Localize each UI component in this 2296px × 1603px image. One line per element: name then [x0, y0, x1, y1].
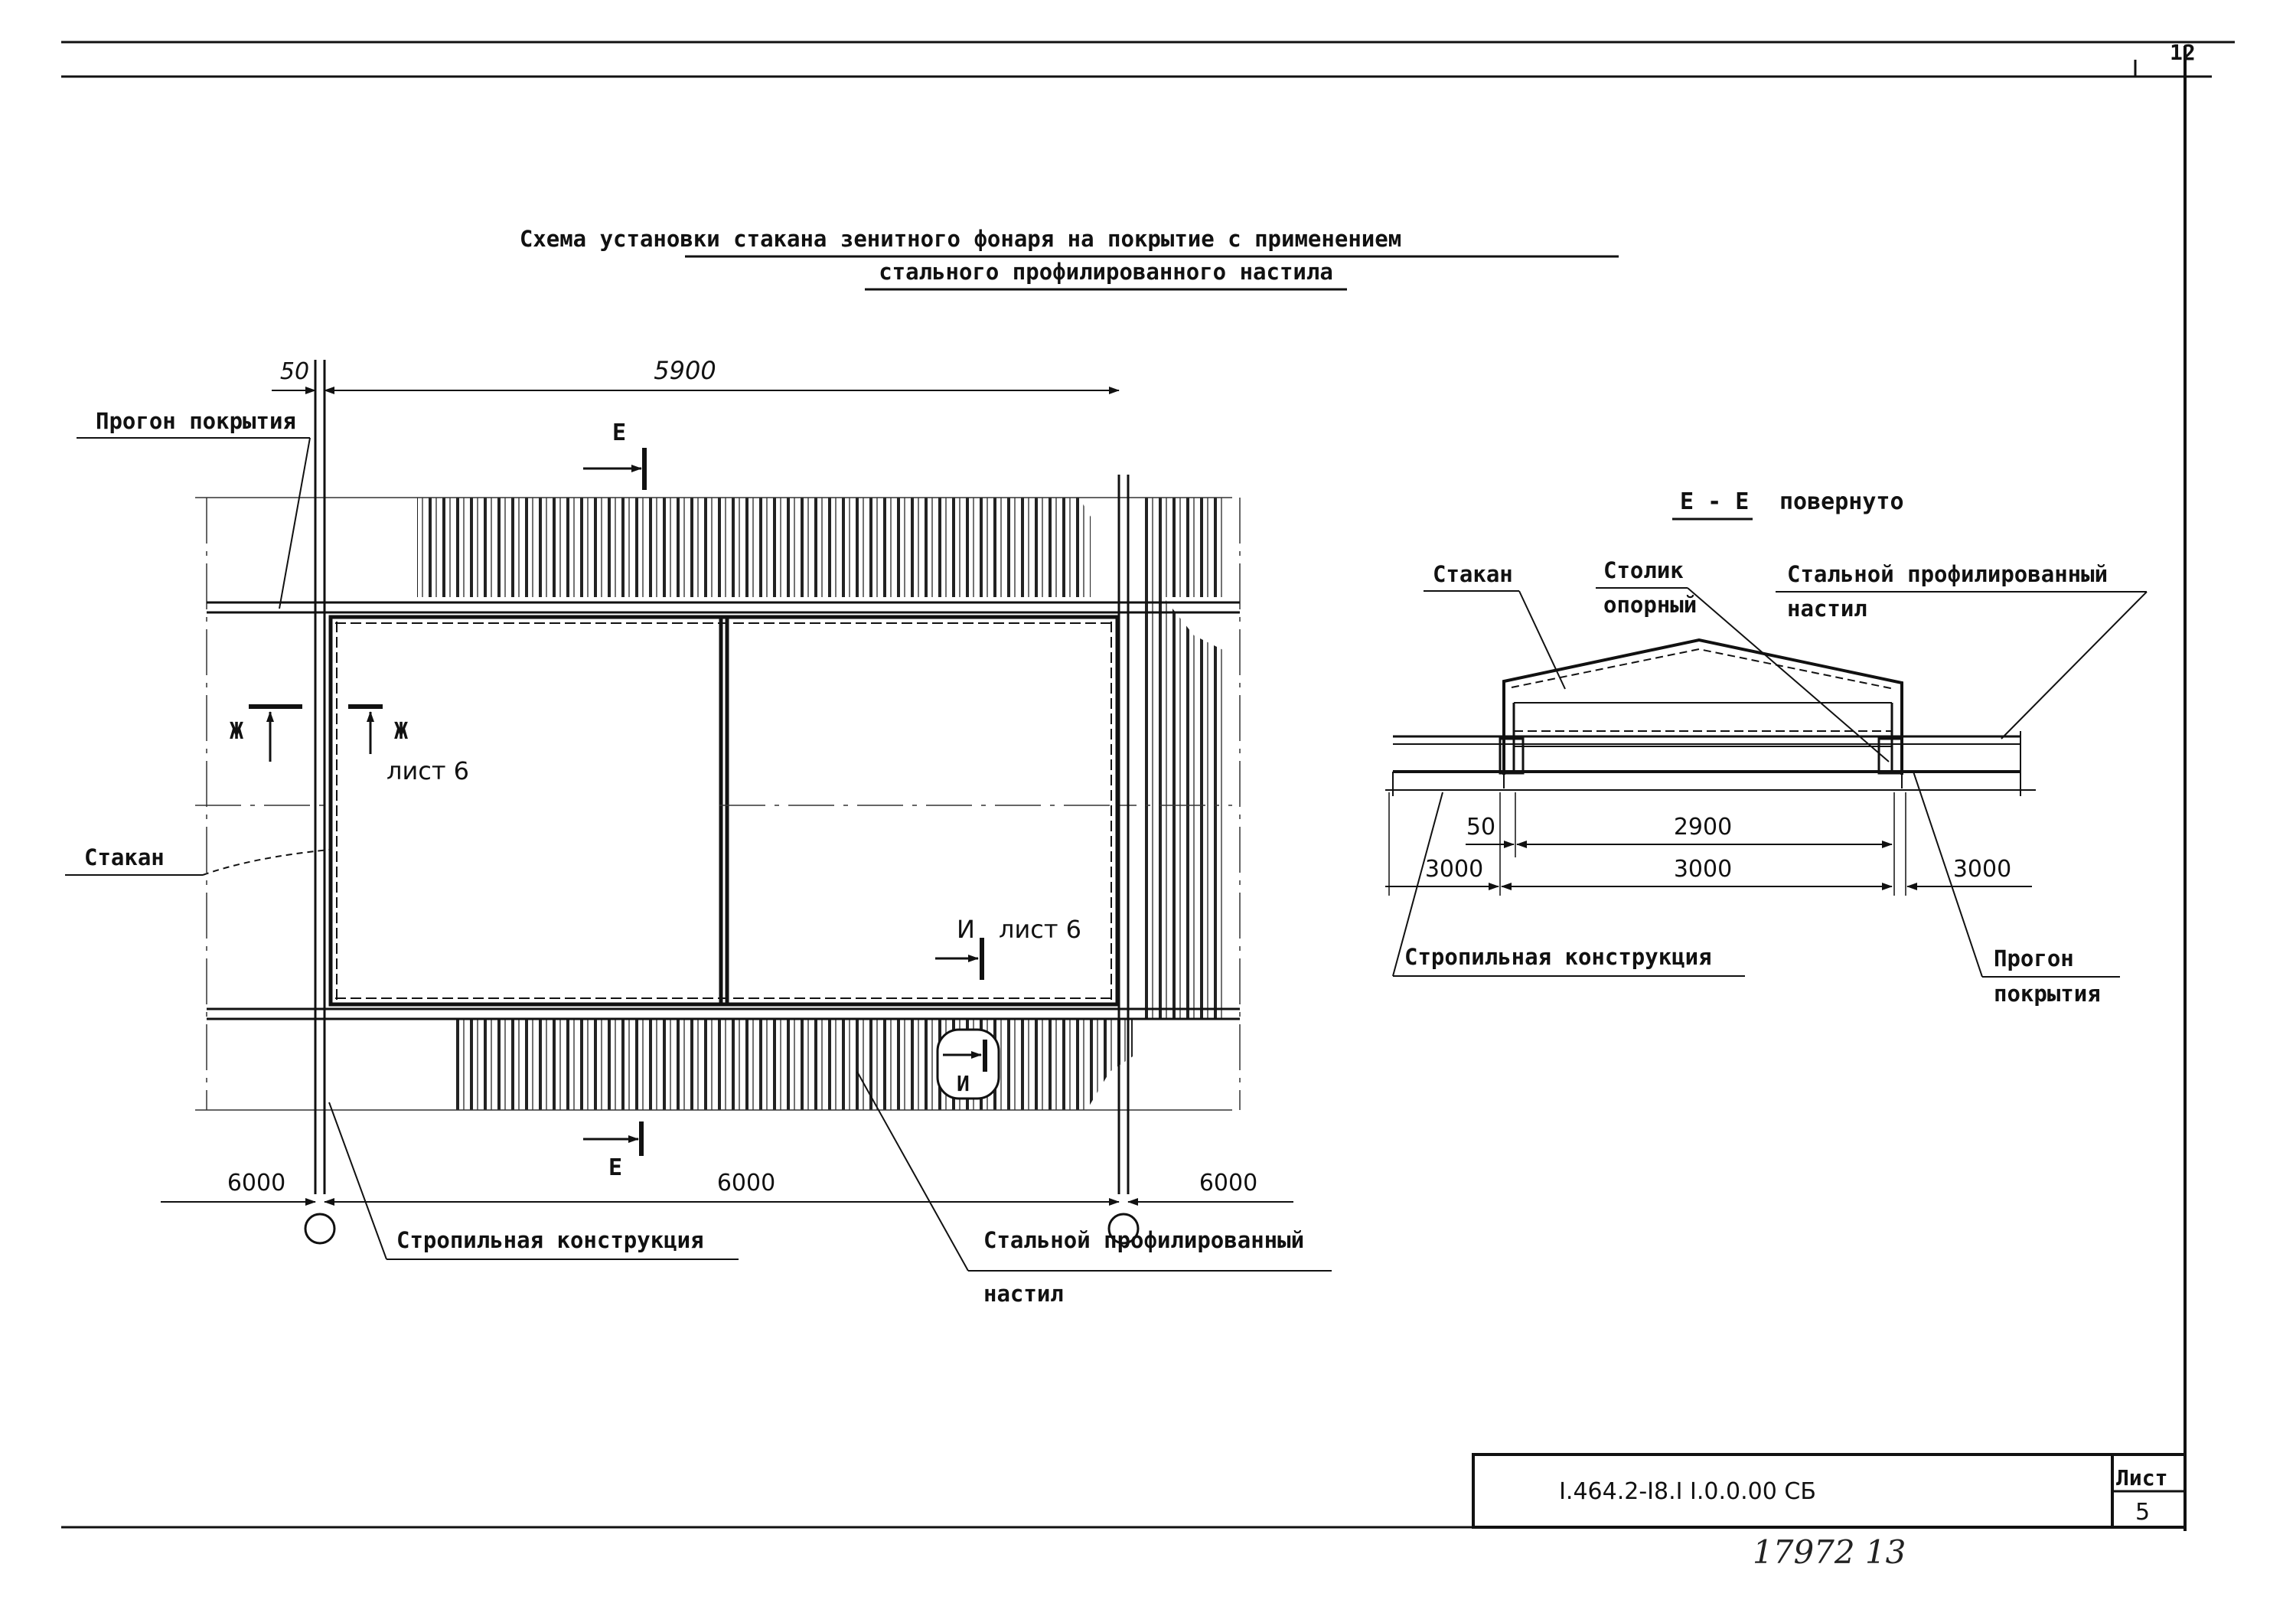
sheet6-label-b: лист 6 — [999, 915, 1081, 944]
label-rafter-section: Стропильная конструкция — [1404, 944, 1712, 970]
label-purlin-plan: Прогон покрытия — [96, 408, 296, 434]
deck-hatch-bottom — [452, 1018, 1133, 1110]
mark-zh-right-label: Ж — [394, 718, 408, 745]
mark-i-bottom-label: И — [957, 1071, 970, 1096]
dim-6000-mid: 6000 — [717, 1170, 775, 1197]
title-line-2: стального профилированного настила — [879, 259, 1333, 285]
dim-3000-mid: 3000 — [1674, 856, 1732, 883]
section-title-text: повернуто — [1779, 488, 1904, 515]
section-view: Е - Е повернуто — [1385, 488, 2148, 1007]
dim-50-section: 50 — [1466, 814, 1495, 841]
title-line-1: Схема установки стакана зенитного фонаря… — [520, 226, 1401, 252]
mark-i-top-label: И — [957, 915, 975, 944]
section-mark-e-bottom — [583, 1121, 644, 1156]
axis-bubble-right — [1107, 1213, 1140, 1245]
label-cup-section: Стакан — [1433, 561, 1513, 587]
title-block-code: I.464.2-I8.I I.0.0.00 СБ — [1559, 1478, 1816, 1505]
dim-5900: 5900 — [654, 356, 716, 385]
handwritten-note: 17972 13 — [1753, 1533, 1906, 1571]
section-dims — [1385, 841, 2032, 890]
dim-3000-right: 3000 — [1953, 856, 2011, 883]
section-mark-i-top — [935, 938, 984, 980]
label-cup-plan: Стакан — [84, 844, 165, 870]
mark-e-bottom-label: Е — [608, 1154, 622, 1181]
mark-zh-left-label: Ж — [230, 718, 243, 745]
sheet-frame — [61, 41, 2235, 1531]
dim-50-plan: 50 — [280, 358, 309, 385]
mark-e-top-label: Е — [612, 420, 626, 446]
deck-hatch-right — [1140, 498, 1225, 1018]
drawing-title: Схема установки стакана зенитного фонаря… — [520, 226, 1619, 291]
label-rafter-plan: Стропильная конструкция — [396, 1227, 704, 1253]
title-block — [1472, 1453, 2187, 1529]
label-deck-section-1: Стальной профилированный — [1787, 561, 2108, 587]
section-cup — [1499, 638, 1903, 788]
sheet6-label-a: лист 6 — [386, 756, 469, 785]
dim-3000-left: 3000 — [1425, 856, 1483, 883]
dim-2900: 2900 — [1674, 814, 1732, 841]
label-deck-section-2: настил — [1787, 596, 1867, 622]
label-table-line2: опорный — [1603, 592, 1697, 618]
section-mark-e-top — [583, 448, 647, 490]
title-block-sheet-number: 5 — [2135, 1499, 2150, 1526]
label-purlin-section-1: Прогон — [1994, 945, 2074, 971]
corner-number: 12 — [2170, 40, 2196, 65]
section-title-mark: Е - Е — [1680, 488, 1749, 515]
dim-6000-left: 6000 — [227, 1170, 285, 1197]
label-table-line1: Столик — [1603, 557, 1684, 583]
label-purlin-section-2: покрытия — [1994, 981, 2101, 1007]
deck-hatch-top — [417, 498, 1091, 597]
title-block-sheet-label: Лист — [2116, 1465, 2167, 1490]
section-mark-zh-right — [348, 704, 383, 754]
section-mark-zh-left — [249, 704, 302, 762]
label-deck-plan-2: настил — [983, 1281, 1064, 1307]
plan-view: 50 5900 6000 6000 6000 Е Е Ж — [65, 356, 1332, 1307]
dim-6000-right: 6000 — [1199, 1170, 1257, 1197]
axis-bubble-left — [304, 1213, 336, 1245]
section-mark-i-bottom — [943, 1040, 987, 1072]
label-deck-plan-1: Стальной профилированный — [983, 1227, 1304, 1253]
cup-frame — [328, 615, 1120, 1007]
